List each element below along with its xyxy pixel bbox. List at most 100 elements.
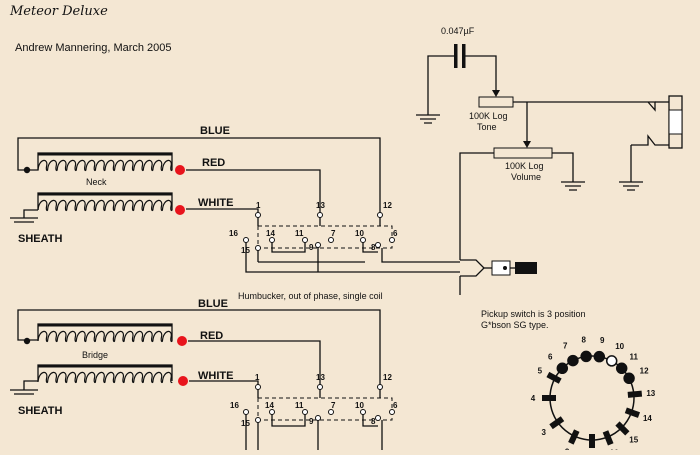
- bridge-lower-coil: [37, 364, 173, 384]
- switch-terminal: [375, 242, 381, 248]
- switch-number-15: 15: [629, 436, 638, 445]
- switch-terminal: [360, 237, 366, 243]
- bridge-term-12: 12: [383, 373, 392, 382]
- bridge-sheath-label: SHEATH: [18, 405, 62, 417]
- switch-terminal: [360, 409, 366, 415]
- neck-term-1: 1: [256, 201, 261, 210]
- switch-number-8: 8: [582, 336, 587, 345]
- capacitor-label: 0.047µF: [441, 26, 475, 36]
- switch-number-4: 4: [531, 394, 536, 403]
- tone-pot-label-2: Tone: [477, 122, 497, 132]
- switch-lug: [602, 430, 614, 446]
- switch-lug: [546, 371, 562, 384]
- neck-term-16: 16: [229, 229, 238, 238]
- neck-term-12: 12: [383, 201, 392, 210]
- bridge-term-7: 7: [331, 401, 336, 410]
- switch-terminal: [377, 384, 383, 390]
- bridge-upper-coil: [37, 323, 173, 343]
- bridge-term-11: 11: [295, 401, 304, 410]
- bridge-pickup-label: Bridge: [82, 350, 108, 360]
- bridge-term-10: 10: [355, 401, 364, 410]
- volume-pot-label: 100K Log: [505, 161, 544, 171]
- switch-terminal: [243, 237, 249, 243]
- switch-contact: [593, 350, 606, 363]
- switch-lug: [627, 390, 643, 398]
- neck-term-11: 11: [295, 229, 304, 238]
- neck-sheath-label: SHEATH: [18, 233, 62, 245]
- humbucker-note: Humbucker, out of phase, single coil: [238, 291, 383, 301]
- switch-terminal: [302, 237, 308, 243]
- switch-number-3: 3: [541, 428, 546, 437]
- switch-contact: [567, 354, 579, 367]
- switch-number-13: 13: [646, 389, 655, 398]
- selector-lever: [459, 259, 537, 295]
- bridge-term-13: 13: [316, 373, 325, 382]
- switch-contact: [623, 372, 635, 385]
- switch-terminal: [328, 409, 334, 415]
- switch-terminal: [269, 409, 275, 415]
- switch-terminal: [315, 242, 321, 248]
- switch-lug: [568, 429, 580, 445]
- switch-lug: [624, 407, 641, 418]
- switch-number-12: 12: [640, 366, 649, 375]
- switch-note-line2: G*bson SG type.: [481, 320, 549, 330]
- diagram-title: Meteor Deluxe: [9, 4, 108, 19]
- switch-terminal: [389, 237, 395, 243]
- switch-terminal: [389, 409, 395, 415]
- neck-blue-label: BLUE: [200, 125, 230, 137]
- switch-number-9: 9: [600, 336, 605, 345]
- switch-terminal: [243, 409, 249, 415]
- bridge-term-15: 15: [241, 419, 250, 428]
- neck-term-9: 9: [309, 243, 314, 252]
- neck-pickup: BLUE RED Neck WHITE SHEATH 1 13 12 16 14…: [10, 125, 460, 273]
- switch-number-14: 14: [643, 414, 652, 423]
- volume-pot-label-2: Volume: [511, 172, 541, 182]
- switch-terminal: [375, 415, 381, 421]
- coil-winding: [37, 199, 173, 212]
- ground-symbol-tone: [416, 103, 440, 124]
- switch-contact: [580, 350, 592, 363]
- bridge-term-9: 9: [309, 417, 314, 426]
- switch-terminal: [255, 212, 261, 218]
- switch-terminal: [317, 212, 323, 218]
- rotary-switch: 56789101112131415161234: [531, 336, 656, 455]
- tone-pot: 100K Log Tone: [469, 96, 640, 132]
- neck-red-label: RED: [202, 157, 225, 169]
- neck-term-15: 15: [241, 246, 250, 255]
- bridge-pickup: BLUE RED Bridge WHITE SHEATH 1 13 12 16 …: [10, 298, 398, 450]
- coil-winding: [37, 159, 173, 172]
- author-credit: Andrew Mannering, March 2005: [15, 42, 172, 54]
- tone-capacitor: 0.047µF: [427, 26, 500, 103]
- switch-note-line1: Pickup switch is 3 position: [481, 309, 586, 319]
- neck-term-6: 6: [393, 229, 398, 238]
- neck-term-13: 13: [316, 201, 325, 210]
- tone-pot-label: 100K Log: [469, 111, 508, 121]
- bridge-term-8: 8: [371, 417, 376, 426]
- neck-pickup-label: Neck: [86, 177, 107, 187]
- neck-lower-coil: [37, 192, 173, 212]
- switch-lug: [549, 416, 565, 430]
- neck-term-7: 7: [331, 229, 336, 238]
- coil-winding: [37, 330, 173, 343]
- neck-term-8: 8: [371, 243, 376, 252]
- switch-number-7: 7: [563, 341, 568, 350]
- bridge-term-14: 14: [265, 401, 274, 410]
- ground-symbol-volume: [561, 181, 585, 191]
- switch-terminal: [255, 245, 261, 251]
- bridge-white-label: WHITE: [198, 370, 233, 382]
- switch-number-11: 11: [629, 352, 638, 361]
- bridge-term-16: 16: [230, 401, 239, 410]
- switch-terminal: [302, 409, 308, 415]
- bridge-blue-label: BLUE: [198, 298, 228, 310]
- switch-number-10: 10: [615, 342, 624, 351]
- switch-lug: [615, 421, 630, 436]
- switch-terminal: [269, 237, 275, 243]
- switch-terminal: [255, 384, 261, 390]
- bridge-term-1: 1: [255, 373, 260, 382]
- switch-contact: [556, 362, 569, 375]
- neck-term-14: 14: [266, 229, 275, 238]
- switch-terminal: [315, 415, 321, 421]
- switch-contact: [605, 355, 618, 367]
- switch-number-5: 5: [538, 366, 543, 375]
- bridge-term-6: 6: [393, 401, 398, 410]
